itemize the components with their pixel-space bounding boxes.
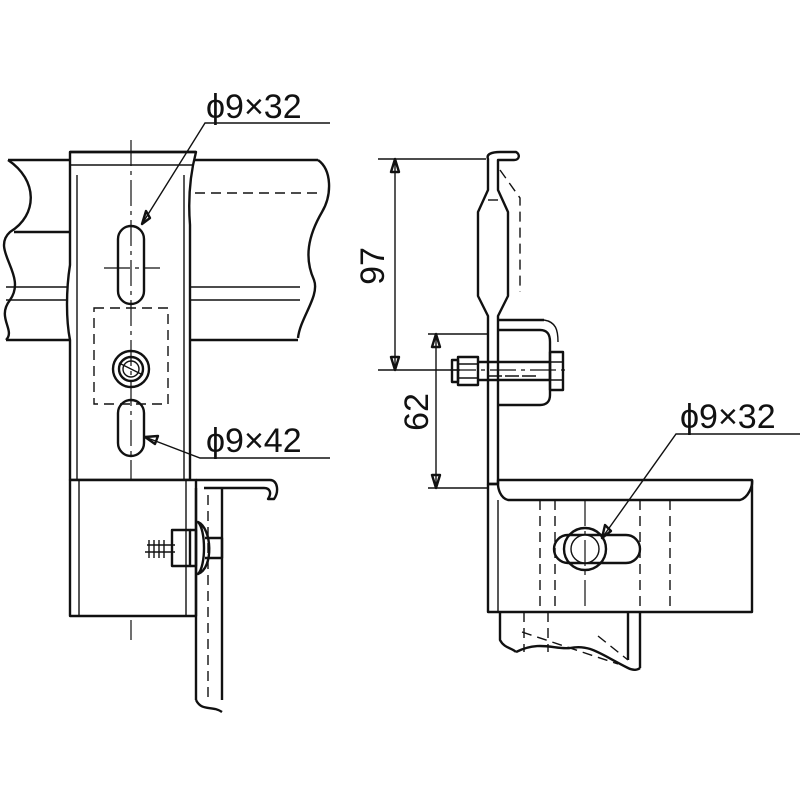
side-slot-label: ϕ9×32 xyxy=(680,398,776,436)
side-slot xyxy=(552,533,642,565)
side-rod xyxy=(498,612,642,671)
side-bolt xyxy=(145,520,224,576)
dimension-62-label: 62 xyxy=(398,393,436,431)
dimension-97-label: 97 xyxy=(354,247,392,285)
horizontal-pipe xyxy=(2,158,331,342)
front-view xyxy=(2,122,331,714)
bracket-plate xyxy=(476,150,521,486)
front-slot-upper-label: ϕ9×32 xyxy=(206,88,302,126)
lower-tube xyxy=(68,478,198,618)
clamp-bolt xyxy=(450,350,565,392)
front-slot-lower-label: ϕ9×42 xyxy=(206,422,302,460)
vertical-rod xyxy=(194,488,224,714)
leader-upper-slot xyxy=(141,122,330,225)
hook-bracket xyxy=(196,478,279,501)
leader-lower-slot xyxy=(144,436,330,459)
dimension-62 xyxy=(428,332,488,490)
lower-bracket-box xyxy=(486,478,754,614)
leader-side-slot xyxy=(601,433,800,539)
side-view xyxy=(378,150,800,671)
dimension-97 xyxy=(378,157,486,372)
